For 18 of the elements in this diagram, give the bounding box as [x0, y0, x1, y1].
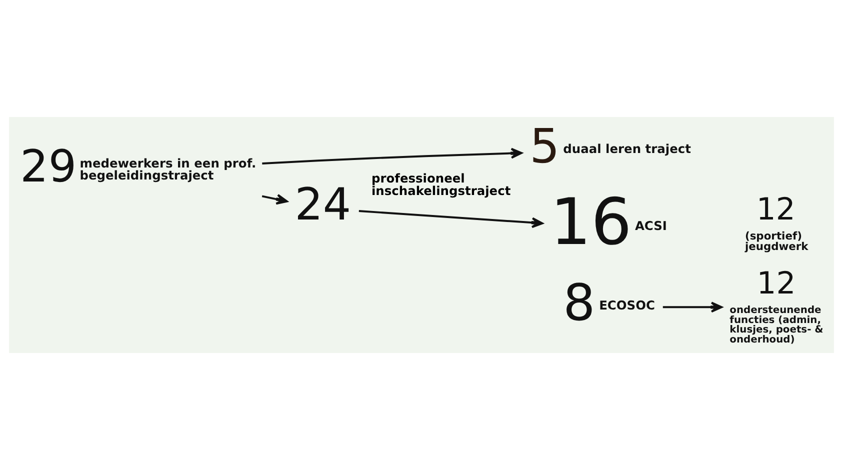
node-label: (sportief) jeugdwerk — [744, 228, 808, 253]
arrow — [358, 210, 544, 228]
edge-label: professioneel inschakelingstraject — [371, 171, 511, 198]
arrow — [262, 147, 522, 164]
node-label: ondersteunende functies (admin, klusjes, poets- & onderhoud) — [730, 304, 824, 346]
node-text: 29 — [20, 140, 77, 192]
node-label: duaal leren traject — [563, 141, 691, 156]
node-text: 12 — [756, 266, 796, 301]
node-text: 24 — [294, 179, 352, 230]
node-text: 12 — [756, 192, 796, 227]
node-text: 8 — [563, 272, 596, 332]
node-label: medewerkers in een prof. begeleidingstraject — [80, 156, 256, 182]
node-text: 5 — [530, 119, 560, 174]
node-label: ECOSOC — [599, 298, 655, 312]
node-label: ACSI — [634, 218, 667, 232]
node-text: 16 — [550, 184, 632, 260]
arrow — [262, 193, 288, 204]
arrow — [662, 301, 723, 312]
